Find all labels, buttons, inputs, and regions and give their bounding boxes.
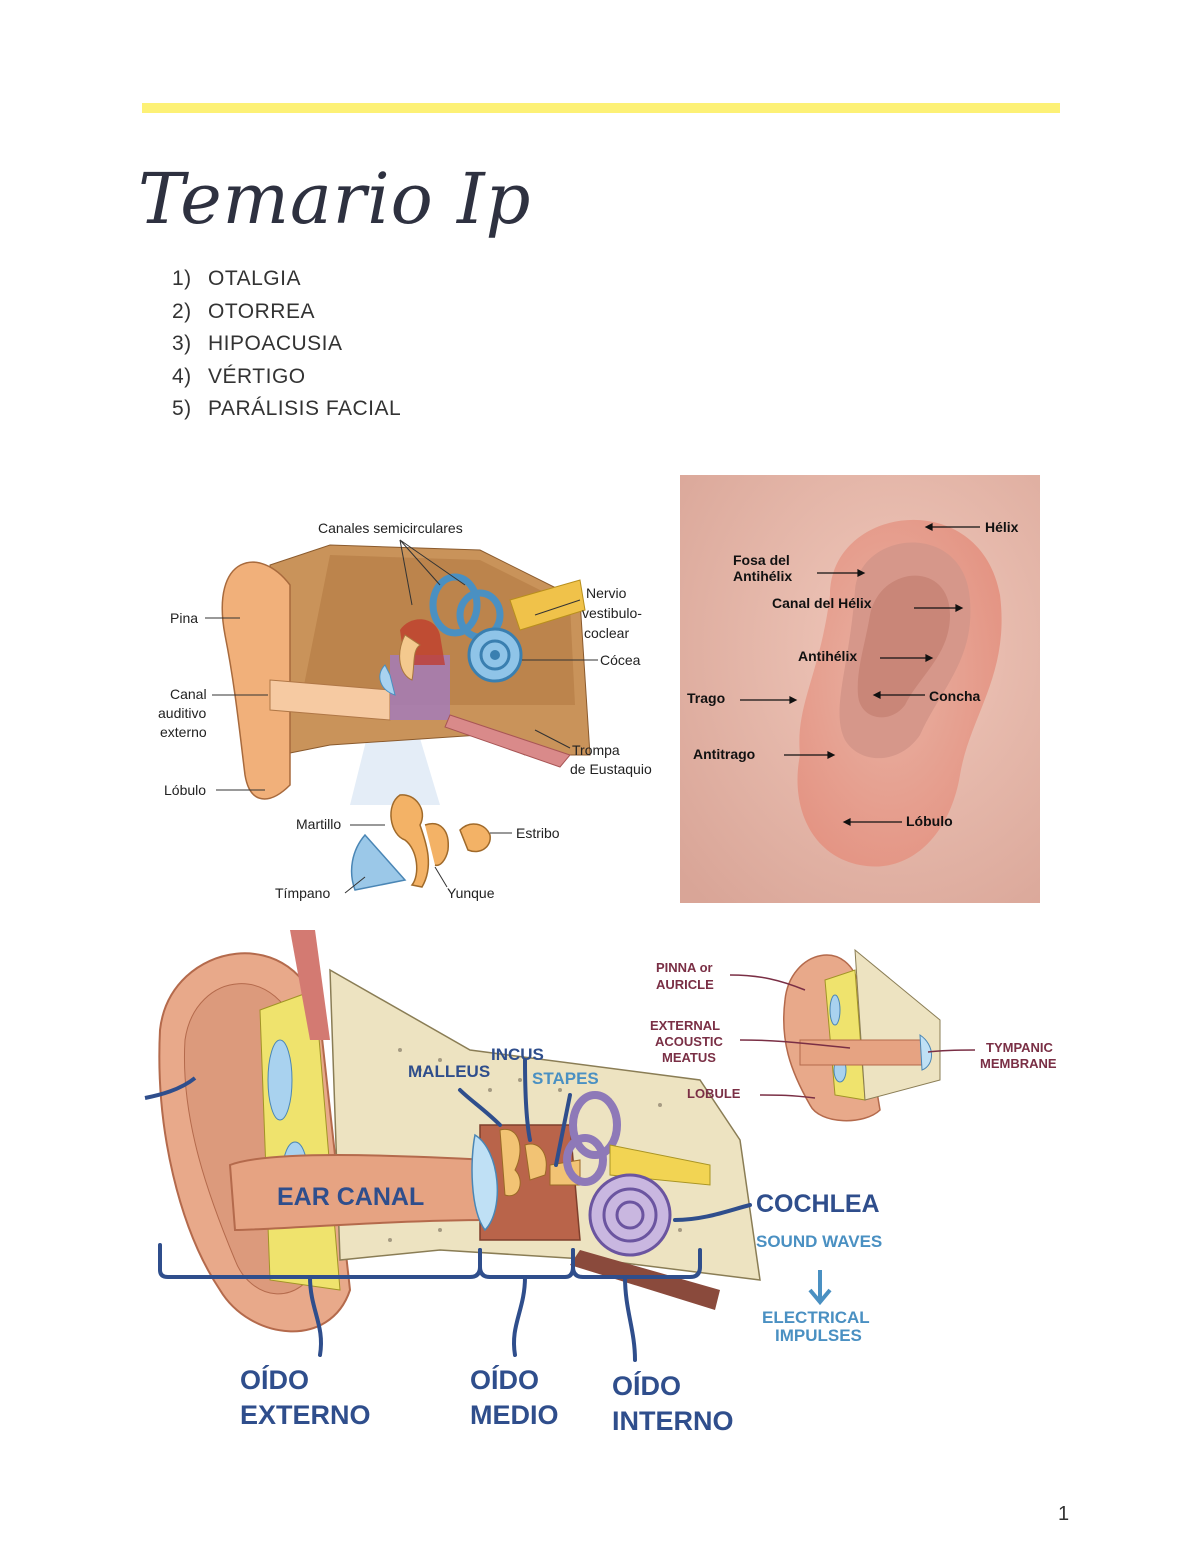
label-canales-semicirculares: Canales semicirculares: [318, 520, 463, 536]
outer-ear-illustration: PINNA or AURICLE EXTERNAL ACOUSTIC MEATU…: [650, 948, 1057, 1122]
label-pina: Pina: [170, 610, 198, 626]
label-pinna-l2: AURICLE: [656, 977, 714, 992]
label-fosa-l2: Antihélix: [733, 568, 792, 584]
label-eam-l1: EXTERNAL: [650, 1018, 720, 1033]
label-concha: Concha: [929, 688, 981, 704]
label-trago: Trago: [687, 690, 725, 706]
label-nervio-l1: Nervio: [586, 585, 627, 601]
label-malleus: MALLEUS: [408, 1062, 490, 1081]
label-lobule: LOBULE: [687, 1086, 741, 1101]
label-helix: Hélix: [985, 519, 1019, 535]
label-lobulo-photo: Lóbulo: [906, 813, 953, 829]
outer-ear-diagram: PINNA or AURICLE EXTERNAL ACOUSTIC MEATU…: [650, 940, 1080, 1125]
label-estribo: Estribo: [516, 825, 560, 841]
label-antihelix: Antihélix: [798, 648, 857, 664]
label-stapes: STAPES: [532, 1069, 599, 1088]
topic-label: OTALGIA: [208, 267, 301, 290]
label-incus: INCUS: [491, 1045, 544, 1064]
label-canal-l3: externo: [160, 724, 207, 740]
page-title: Temario Ip: [138, 158, 532, 240]
label-tympanic-l2: MEMBRANE: [980, 1056, 1057, 1071]
label-oido-medio-l2: MEDIO: [470, 1400, 559, 1430]
topic-item: 3)HIPOACUSIA: [172, 332, 343, 355]
label-oido-interno-l1: OÍDO: [612, 1370, 681, 1401]
label-oido-externo-l1: OÍDO: [240, 1364, 309, 1395]
topic-item: 2)OTORREA: [172, 299, 315, 323]
label-coclea: Cócea: [600, 652, 641, 668]
label-nervio-l2: vestibulo-: [582, 605, 642, 621]
label-canal-helix: Canal del Hélix: [772, 595, 872, 611]
label-fosa-l1: Fosa del: [733, 552, 790, 568]
label-trompa-l1: Trompa: [572, 742, 620, 758]
label-electrical-l1: ELECTRICAL: [762, 1308, 870, 1327]
page-number: 1: [1058, 1503, 1070, 1525]
label-canal-l1: Canal: [170, 686, 207, 702]
topic-label: OTORREA: [208, 299, 315, 323]
label-sound-waves: SOUND WAVES: [756, 1232, 882, 1251]
topic-label: HIPOACUSIA: [208, 332, 343, 355]
ear-sections-diagram: MALLEUS INCUS STAPES EAR CANAL COCHLEA S…: [140, 930, 900, 1440]
label-eam-l2: ACOUSTIC: [655, 1034, 724, 1049]
label-electrical-l2: IMPULSES: [775, 1326, 862, 1345]
ear-anatomy-figure: Canales semicirculares Pina Canal auditi…: [150, 505, 670, 910]
topic-item: 1)OTALGIA: [172, 267, 301, 290]
label-lobulo: Lóbulo: [164, 782, 206, 798]
ear-sections-illustration: MALLEUS INCUS STAPES EAR CANAL COCHLEA S…: [144, 930, 882, 1436]
topic-item: 4)VÉRTIGO: [172, 364, 306, 388]
label-oido-externo-l2: EXTERNO: [240, 1400, 371, 1430]
highlight-bar: [142, 103, 1060, 113]
label-ear-canal: EAR CANAL: [277, 1183, 424, 1211]
label-antitrago: Antitrago: [693, 746, 755, 762]
topic-item: 5)PARÁLISIS FACIAL: [172, 397, 402, 420]
topic-label: PARÁLISIS FACIAL: [208, 397, 402, 420]
label-martillo: Martillo: [296, 816, 341, 832]
label-canal-l2: auditivo: [158, 705, 206, 721]
label-trompa-l2: de Eustaquio: [570, 761, 652, 777]
label-oido-medio-l1: OÍDO: [470, 1364, 539, 1395]
topic-list: 1)OTALGIA 2)OTORREA 3)HIPOACUSIA 4)VÉRTI…: [172, 263, 401, 426]
topic-label: VÉRTIGO: [208, 364, 306, 388]
label-timpano: Tímpano: [275, 885, 330, 901]
label-cochlea: COCHLEA: [756, 1190, 880, 1218]
label-yunque: Yunque: [447, 885, 495, 901]
label-pinna-l1: PINNA or: [656, 960, 713, 975]
external-ear-photo-graphic: Hélix Fosa del Antihélix Canal del Hélix…: [680, 475, 1040, 903]
ear-anatomy-illustration: Canales semicirculares Pina Canal auditi…: [158, 520, 652, 901]
external-ear-photo: Hélix Fosa del Antihélix Canal del Hélix…: [680, 475, 1040, 903]
label-tympanic-l1: TYMPANIC: [986, 1040, 1054, 1055]
label-eam-l3: MEATUS: [662, 1050, 716, 1065]
label-nervio-l3: coclear: [584, 625, 629, 641]
label-oido-interno-l2: INTERNO: [612, 1406, 734, 1436]
